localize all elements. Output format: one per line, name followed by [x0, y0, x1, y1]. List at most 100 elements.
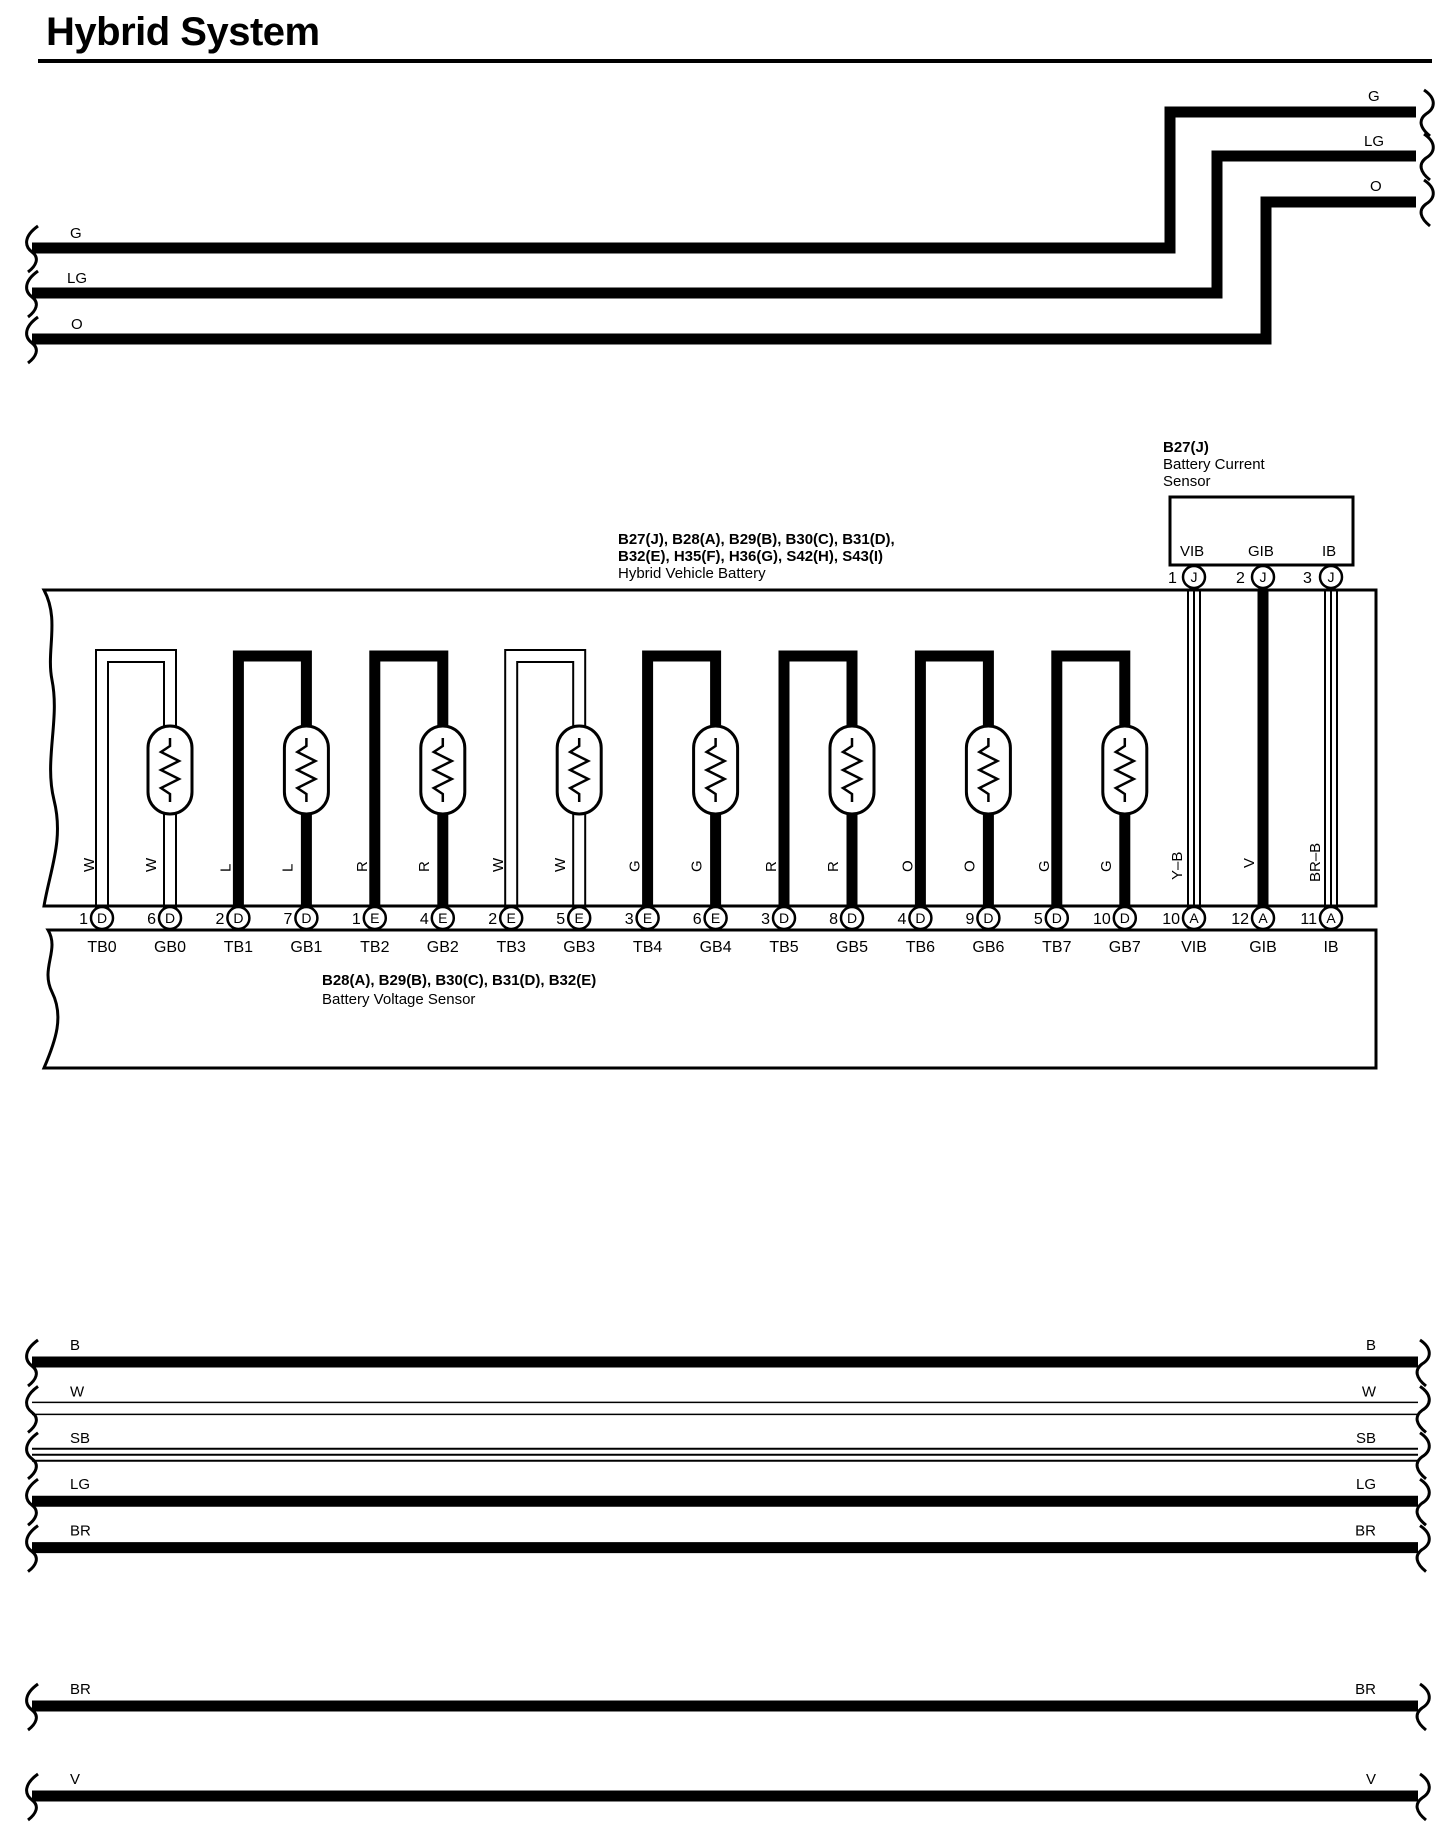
resistor-zigzag-icon — [976, 738, 1001, 802]
resistor-zigzag-icon — [567, 738, 591, 802]
battery-codes-line2: B32(E), H35(F), H36(G), S42(H), S43(I) — [618, 548, 883, 565]
connector-letter: D — [165, 910, 175, 926]
wire-br-b — [1324, 589, 1338, 908]
top-wire-g — [32, 106, 1416, 254]
terminal-pin-number: 1 — [352, 911, 361, 928]
resistor-zigzag-icon — [294, 738, 319, 802]
terminal-pin-number: 5 — [1034, 911, 1043, 928]
bus-wire: SB SB — [25, 1430, 1431, 1480]
wire-color-label: R — [354, 861, 371, 872]
terminal-name: VIB — [1181, 939, 1207, 956]
wire-break-mark — [1415, 1338, 1431, 1388]
terminal-name: GB1 — [290, 939, 322, 956]
resistor-zigzag-icon — [431, 738, 455, 802]
wire-color-label: R — [825, 861, 842, 872]
top-right-label: LG — [1364, 133, 1384, 150]
wire-color-label: BR–B — [1307, 843, 1324, 882]
connector-letter: D — [1120, 910, 1130, 926]
wire-color-label: R — [416, 861, 433, 872]
thermistor-icon — [555, 724, 603, 816]
bus-label-left: B — [70, 1337, 80, 1354]
current-sensor-pin: 1 — [1168, 570, 1177, 587]
wire-break-mark — [1415, 1772, 1431, 1822]
terminal-pin-number: 5 — [556, 911, 565, 928]
current-sensor-name-2: Sensor — [1163, 473, 1211, 490]
terminal-name: TB6 — [906, 939, 935, 956]
top-left-label: G — [70, 225, 82, 242]
resistor-zigzag-icon — [158, 738, 182, 802]
title-rule — [38, 59, 1432, 63]
terminal-pin-number: 1 — [79, 911, 88, 928]
wire-color-label: Y–B — [1169, 852, 1186, 880]
bus-label-right: BR — [1355, 1523, 1376, 1540]
terminal-pin-number: 10 — [1093, 911, 1111, 928]
bus-label-right: LG — [1356, 1476, 1376, 1493]
wire-break-mark — [25, 1431, 39, 1480]
current-sensor-term-label: VIB — [1180, 543, 1204, 560]
bus-label-left: W — [70, 1383, 85, 1400]
voltage-sensor-codes: B28(A), B29(B), B30(C), B31(D), B32(E) — [322, 972, 596, 989]
bus-wire: BR BR — [25, 1523, 1431, 1573]
connector-letter: D — [97, 910, 107, 926]
terminal-pin-number: 3 — [761, 911, 770, 928]
current-sensor-term-label: GIB — [1248, 543, 1274, 560]
wire-color-label: G — [1098, 860, 1115, 872]
connector-letter: A — [1258, 910, 1268, 926]
current-sensor-pin: 3 — [1303, 570, 1312, 587]
bus-label-left: SB — [70, 1430, 90, 1447]
wire-color-label: O — [961, 860, 978, 872]
bus-label-right: W — [1362, 1383, 1377, 1400]
connector-letter: E — [711, 910, 720, 926]
thermistor-icon — [964, 724, 1012, 816]
connector-letter: J — [1191, 569, 1198, 585]
connector-letter: E — [438, 910, 447, 926]
thermistor-icon — [146, 724, 194, 816]
terminal-name: TB0 — [87, 939, 116, 956]
wire-color-label: G — [1036, 860, 1053, 872]
current-sensor-pin: 2 — [1236, 570, 1245, 587]
terminal-name: GB5 — [836, 939, 868, 956]
bottom-label-right: V — [1366, 1771, 1376, 1788]
connector-letter: E — [370, 910, 379, 926]
connector-letter: J — [1260, 569, 1267, 585]
top-right-label: G — [1368, 88, 1380, 105]
connector-letter: D — [233, 910, 243, 926]
terminal-name: GB0 — [154, 939, 186, 956]
thermistor-icon — [419, 724, 467, 816]
battery-name: Hybrid Vehicle Battery — [618, 565, 766, 582]
wire-break-mark — [1415, 1477, 1431, 1527]
wire-y-b — [1187, 589, 1201, 908]
top-left-label: O — [71, 316, 83, 333]
resistor-zigzag-icon — [703, 738, 728, 802]
terminal-name: GB4 — [700, 939, 732, 956]
resistor-zigzag-icon — [840, 738, 864, 802]
terminal-name: TB3 — [497, 939, 526, 956]
connector-letter: E — [643, 910, 652, 926]
terminal-name: GB3 — [563, 939, 595, 956]
bus-label-right: SB — [1356, 1430, 1376, 1447]
connector-letter: D — [1052, 910, 1062, 926]
bottom-label-left: V — [70, 1771, 80, 1788]
bus-label-left: LG — [70, 1476, 90, 1493]
bus-label-left: BR — [70, 1523, 91, 1540]
terminal-pin-number: 10 — [1162, 911, 1180, 928]
connector-letter: D — [847, 910, 857, 926]
sensor-wires: Y–B V BR–B — [1169, 589, 1338, 908]
